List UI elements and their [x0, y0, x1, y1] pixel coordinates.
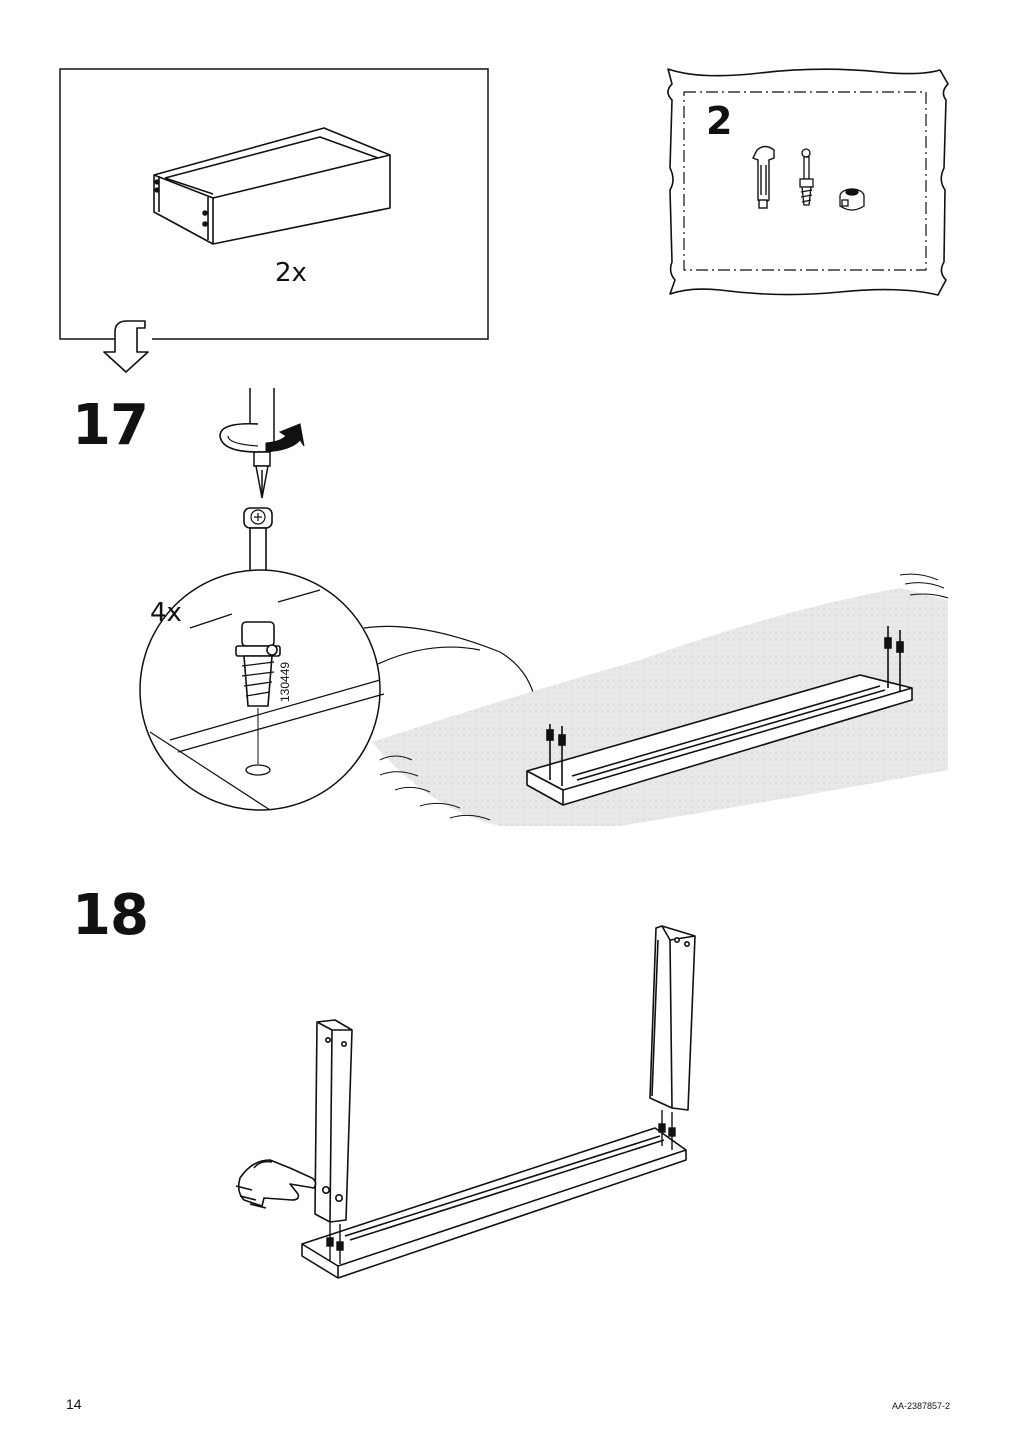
step-17-quantity-label: 4x	[150, 598, 182, 628]
rotate-arrow-icon	[219, 422, 305, 453]
drawer-icon	[153, 127, 391, 245]
side-panel-right	[649, 925, 696, 1111]
pointing-hand-icon	[235, 1159, 317, 1209]
step-18-number: 18	[72, 883, 149, 948]
detail-magnifier	[139, 569, 537, 811]
cam-lock-icon	[839, 188, 865, 211]
page-number: 14	[66, 1396, 82, 1412]
part-number-label: 130449	[278, 661, 292, 702]
rug-surface	[372, 573, 949, 826]
dowel-icon	[752, 145, 775, 209]
base-board-step17	[526, 674, 913, 806]
base-board-step18	[301, 1127, 687, 1279]
next-step-arrow-icon	[103, 320, 149, 373]
cam-bolt-icon	[799, 148, 814, 206]
bag-number: 2	[706, 99, 732, 143]
cam-bolts-inserted	[546, 626, 904, 786]
drawer-quantity-label: 2x	[275, 258, 307, 288]
cam-bolts-step18	[326, 1110, 676, 1264]
step-17-number: 17	[72, 393, 149, 458]
side-panel-left	[314, 1019, 353, 1223]
document-code: AA-2387857-2	[892, 1401, 951, 1411]
drawer-panel-frame	[59, 68, 489, 340]
